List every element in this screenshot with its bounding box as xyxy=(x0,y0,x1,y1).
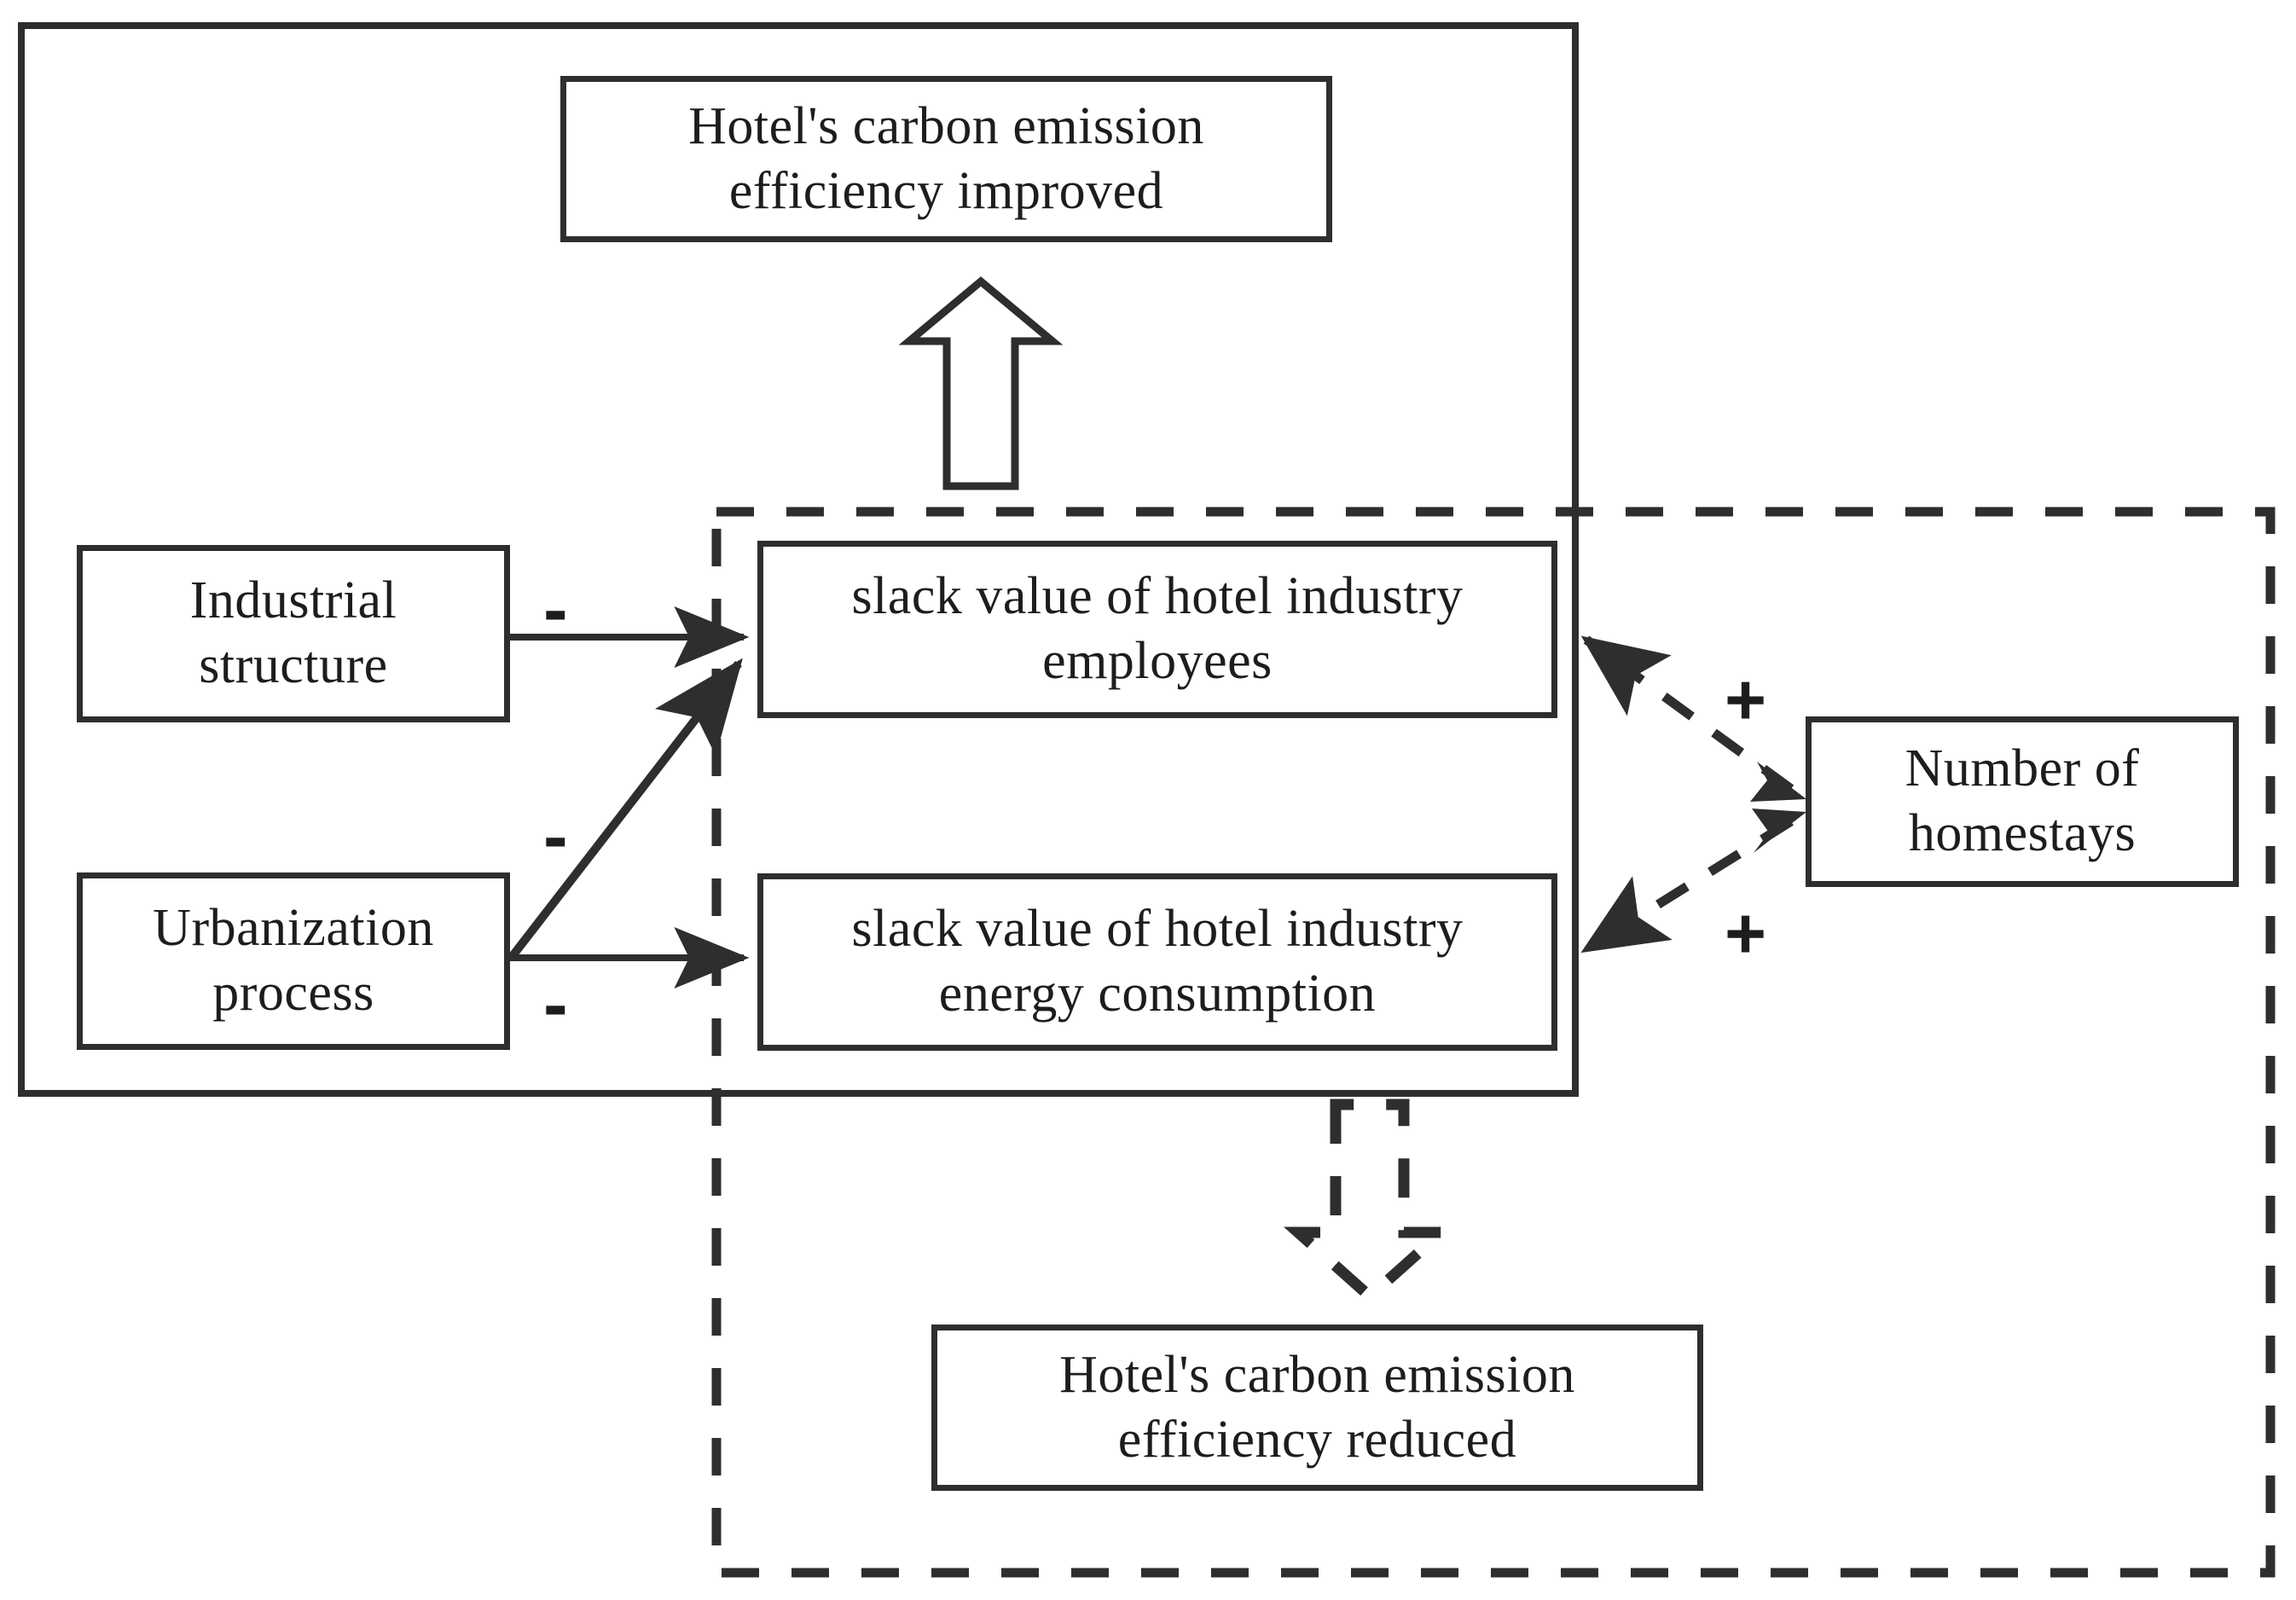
node-slack-employees-line2: employees xyxy=(1042,632,1273,690)
dashed-down-block-arrow xyxy=(1283,1099,1457,1304)
node-reduced-label: Hotel's carbon emission efficiency reduce… xyxy=(1035,1343,1599,1472)
edge-sign-minus-urbanization-to-employees: - xyxy=(543,796,568,878)
node-urbanization-line2: process xyxy=(212,964,374,1022)
node-homestays-label: Number of homestays xyxy=(1881,737,2164,866)
node-industrial-line1: Industrial xyxy=(189,571,397,630)
hollow-up-block-arrow xyxy=(898,276,1064,490)
node-urbanization-label: Urbanization process xyxy=(129,896,458,1025)
node-reduced-line2: efficiency reduced xyxy=(1117,1410,1517,1469)
node-industrial-line2: structure xyxy=(199,636,388,694)
edge-sign-minus-industrial-to-employees: - xyxy=(543,569,568,651)
node-homestays-line2: homestays xyxy=(1908,804,2137,862)
arrowhead-into-homestays-upper xyxy=(1750,762,1806,802)
edge-sign-plus-homestays-to-energy: + xyxy=(1725,893,1767,973)
node-slack-employees-label: slack value of hotel industry employees xyxy=(828,565,1487,693)
node-improved-label: Hotel's carbon emission efficiency improv… xyxy=(664,95,1228,223)
node-slack-energy-line1: slack value of hotel industry xyxy=(851,900,1464,959)
node-reduced-line1: Hotel's carbon emission xyxy=(1059,1345,1575,1404)
edge-sign-plus-homestays-to-employees: + xyxy=(1725,659,1767,739)
edge-sign-minus-urbanization-to-energy: - xyxy=(543,964,568,1046)
node-slack-employees-line1: slack value of hotel industry xyxy=(851,567,1464,626)
node-slack-value-hotel-industry-employees: slack value of hotel industry employees xyxy=(757,541,1557,718)
node-urbanization-process: Urbanization process xyxy=(77,872,510,1050)
node-slack-value-hotel-industry-energy-consumption: slack value of hotel industry energy cons… xyxy=(757,873,1557,1051)
arrowhead-into-homestays-lower xyxy=(1752,809,1806,853)
node-hotel-carbon-efficiency-reduced: Hotel's carbon emission efficiency reduce… xyxy=(931,1325,1703,1491)
node-improved-line1: Hotel's carbon emission xyxy=(688,96,1204,155)
node-improved-line2: efficiency improved xyxy=(728,161,1164,220)
node-industrial-structure: Industrial structure xyxy=(77,545,510,722)
node-industrial-label: Industrial structure xyxy=(166,569,421,698)
node-slack-energy-line2: energy consumption xyxy=(938,965,1377,1023)
node-hotel-carbon-efficiency-improved: Hotel's carbon emission efficiency improv… xyxy=(560,76,1332,242)
node-number-of-homestays: Number of homestays xyxy=(1806,716,2239,887)
node-slack-energy-label: slack value of hotel industry energy cons… xyxy=(828,897,1487,1026)
node-urbanization-line1: Urbanization xyxy=(153,899,434,958)
node-homestays-line1: Number of xyxy=(1905,739,2140,798)
